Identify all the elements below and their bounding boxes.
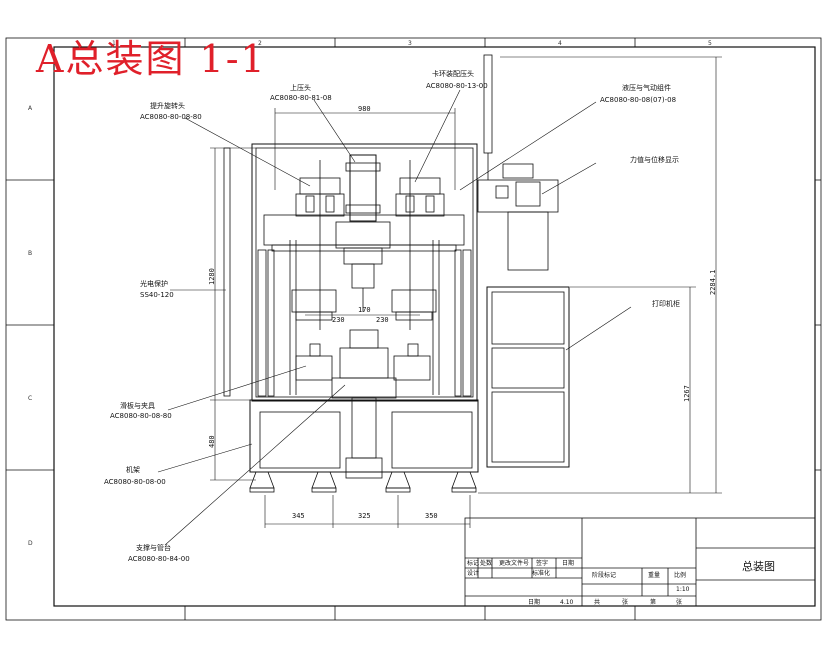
control-cabinet [477,54,570,468]
zone-col-1: 1 [112,40,116,47]
dim-left-height: 1280 [208,268,216,285]
label-force-display: 力值与位移显示 [630,156,679,164]
dim-lower-height: 480 [208,435,216,448]
tb-date-label: 日期 [528,599,541,606]
title-block-drawing-name: 总装图 [742,560,775,573]
tb-date: 日期 [562,560,575,567]
tb-sheet-unit-2: 张 [676,599,683,606]
zone-row-a: A [28,105,33,112]
dim-bottom-right: 350 [425,512,438,520]
label-support-table-code: AC8080-80-84-00 [128,555,190,563]
dim-top-width: 980 [358,105,371,113]
outer-border [5,37,822,621]
label-frame: 机架 [126,466,140,474]
tb-sheet-total: 共 [594,599,601,606]
leader-lines [157,89,632,546]
tb-sheet-unit-1: 张 [622,599,629,606]
label-light-curtain-code: SS40-120 [140,291,174,299]
label-upper-press-head-code: AC8080-80-81-08 [270,94,332,102]
dimension-lines [210,56,722,528]
tb-sign: 签字 [536,560,549,567]
tb-mark: 标记 [467,560,480,567]
zone-col-3: 3 [408,40,412,47]
label-support-table: 支撑与管台 [136,544,171,552]
tb-count: 处数 [480,560,493,567]
label-lift-rotate-head: 提升旋转头 [150,102,185,110]
zone-row-d: D [28,540,33,547]
label-hydraulic-station-code: AC8080-80-08(07)-08 [600,96,677,104]
tb-scale-label: 比例 [674,572,687,579]
title-block [464,517,816,607]
dim-mid-b: 170 [358,306,371,314]
tb-sheet-no: 第 [650,599,657,606]
label-hydraulic-station: 液压与气动组件 [622,84,671,92]
tb-scale-value: 1:10 [676,586,690,593]
tb-stage: 阶段标记 [592,572,617,579]
zone-col-5: 5 [708,40,712,47]
dim-right-lower: 1267 [683,385,691,402]
zone-row-b: B [28,250,33,257]
tb-standard: 标准化 [532,570,551,577]
machine-frame [223,143,479,493]
tb-weight: 重量 [648,572,661,579]
label-printer-cabinet: 打印机柜 [652,300,680,308]
dim-bottom-left: 345 [292,512,305,520]
label-light-curtain: 光电保护 [140,280,168,288]
label-slide-fixture: 滑板与夹具 [120,402,155,410]
tb-design: 设计 [467,570,480,577]
drawing-title: A总装图 1-1 [36,37,267,81]
label-upper-press-head: 上压头 [290,84,311,92]
label-card-press-head: 卡环装配压头 [432,70,474,78]
zone-col-2: 2 [258,40,262,47]
label-frame-code: AC8080-80-08-00 [104,478,166,486]
label-card-press-head-code: AC8080-80-13-00 [426,82,488,90]
dim-mid-a: 230 [332,316,345,324]
dim-right-total: 2284.1 [709,269,717,295]
label-slide-fixture-code: AC8080-80-08-80 [110,412,172,420]
inner-frame [53,46,816,607]
zone-col-4: 4 [558,40,562,47]
zone-row-c: C [28,395,33,402]
tb-change-doc: 更改文件号 [499,560,530,567]
label-lift-rotate-head-code: AC8080-80-08-80 [140,113,202,121]
dim-bottom-mid: 325 [358,512,371,520]
tb-misc: 4.10 [560,599,574,606]
dim-mid-c: 230 [376,316,389,324]
